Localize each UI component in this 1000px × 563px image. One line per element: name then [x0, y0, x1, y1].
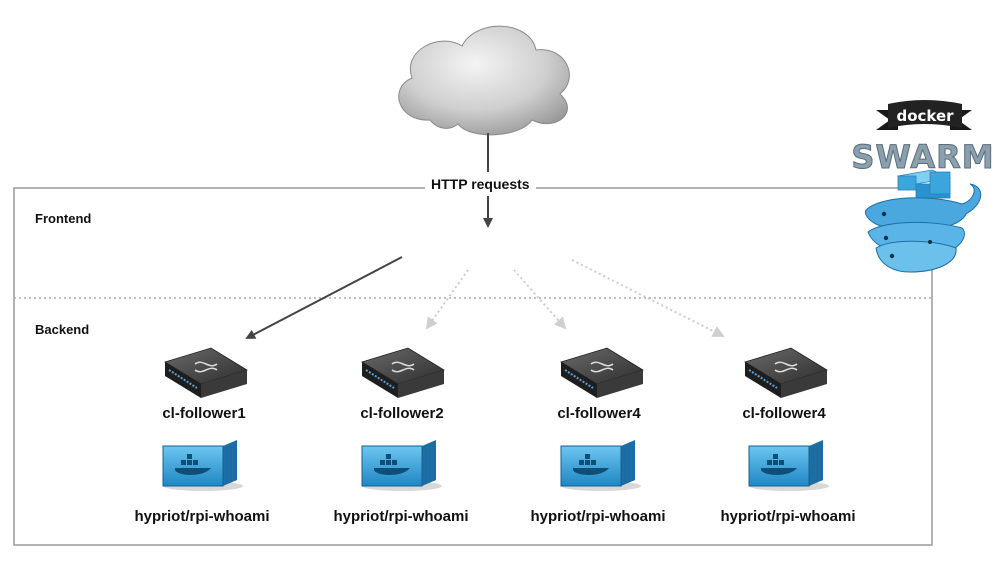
route-arrow-2: [425, 269, 469, 330]
route-arrow-3: [513, 269, 567, 330]
docker-swarm-logo: docker SWARM: [851, 100, 994, 273]
container-image-label: hypriot/rpi-whoami: [134, 508, 270, 525]
switch-icon: [361, 347, 445, 398]
node-name-label: cl-follower4: [557, 405, 641, 422]
docker-container-icon: [361, 440, 442, 491]
container-image-label: hypriot/rpi-whoami: [333, 508, 469, 525]
container-image-label: hypriot/rpi-whoami: [530, 508, 666, 525]
switch-icon: [164, 347, 248, 398]
docker-container-icon: [560, 440, 641, 491]
docker-container-icon: [748, 440, 829, 491]
switch-icon: [560, 347, 644, 398]
docker-container-icon: [162, 440, 243, 491]
switch-icon: [744, 347, 828, 398]
backend-zone-label: Backend: [35, 322, 90, 337]
container-image-label: hypriot/rpi-whoami: [720, 508, 856, 525]
route-arrow-4: [571, 259, 725, 337]
route-arrow-1: [245, 256, 403, 339]
internet-cloud-icon: [398, 25, 570, 136]
frontend-zone-label: Frontend: [35, 211, 92, 226]
logo-docker-text: docker: [896, 107, 954, 125]
node-name-label: cl-follower1: [162, 405, 246, 422]
node-name-label: cl-follower4: [742, 405, 826, 422]
logo-swarm-text: SWARM: [851, 138, 994, 176]
http-requests-label: HTTP requests: [425, 176, 536, 192]
node-name-label: cl-follower2: [360, 405, 444, 422]
